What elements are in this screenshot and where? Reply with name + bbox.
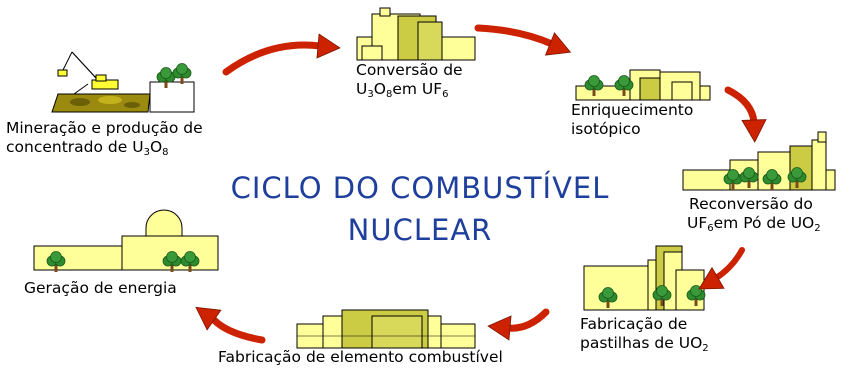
label-mining: Mineração e produção de concentrado de U…: [6, 119, 203, 158]
arrow-element-to-generation: [188, 297, 266, 344]
arrow-pellets-to-element: [486, 308, 550, 341]
label-power-generation: Geração de energia: [24, 279, 177, 298]
arrow-enrichment-to-reconversion: [724, 86, 768, 143]
title-line-1: CICLO DO COMBUSTÍVEL: [230, 171, 610, 205]
label-pellets-line2: pastilhas de UO2: [580, 334, 709, 354]
enrichment-facility-icon: [575, 69, 711, 101]
label-conversion-line1: Conversão de: [356, 61, 463, 79]
label-fuel-element-line1: Fabricação de elemento combustível: [218, 348, 503, 366]
reconversion-facility-icon: [682, 131, 836, 191]
label-pellets: Fabricação de pastilhas de UO2: [580, 315, 709, 354]
label-conversion: Conversão de U3O8em UF6: [356, 61, 463, 100]
label-enrichment: Enriquecimento isotópico: [571, 101, 693, 139]
label-fuel-element: Fabricação de elemento combustível: [218, 348, 503, 367]
power-plant-icon: [33, 209, 219, 273]
label-enrichment-line1: Enriquecimento: [571, 101, 694, 119]
pellet-plant-icon: [583, 245, 706, 311]
label-mining-line1: Mineração e produção de: [6, 119, 203, 137]
diagram-title: CICLO DO COMBUSTÍVEL NUCLEAR: [175, 170, 665, 248]
label-power-generation-line1: Geração de energia: [24, 279, 177, 297]
label-reconversion: Reconversão do UF6em Pó de UO2: [687, 195, 821, 234]
arrow-mining-to-conversion: [222, 33, 342, 76]
label-mining-line2: concentrado de U3O8: [6, 138, 169, 158]
label-reconversion-line1: Reconversão do: [689, 195, 813, 213]
fuel-element-plant-icon: [296, 309, 476, 349]
arrow-reconversion-to-pellets: [692, 247, 745, 300]
mining-facility-icon: [51, 51, 195, 113]
arrow-conversion-to-enrichment: [474, 24, 576, 64]
label-reconversion-line2: UF6em Pó de UO2: [687, 214, 821, 234]
label-pellets-line1: Fabricação de: [580, 315, 688, 333]
conversion-facility-icon: [356, 7, 476, 61]
label-conversion-line2: U3O8em UF6: [356, 80, 449, 100]
title-line-2: NUCLEAR: [347, 213, 493, 247]
label-enrichment-line2: isotópico: [571, 120, 641, 138]
